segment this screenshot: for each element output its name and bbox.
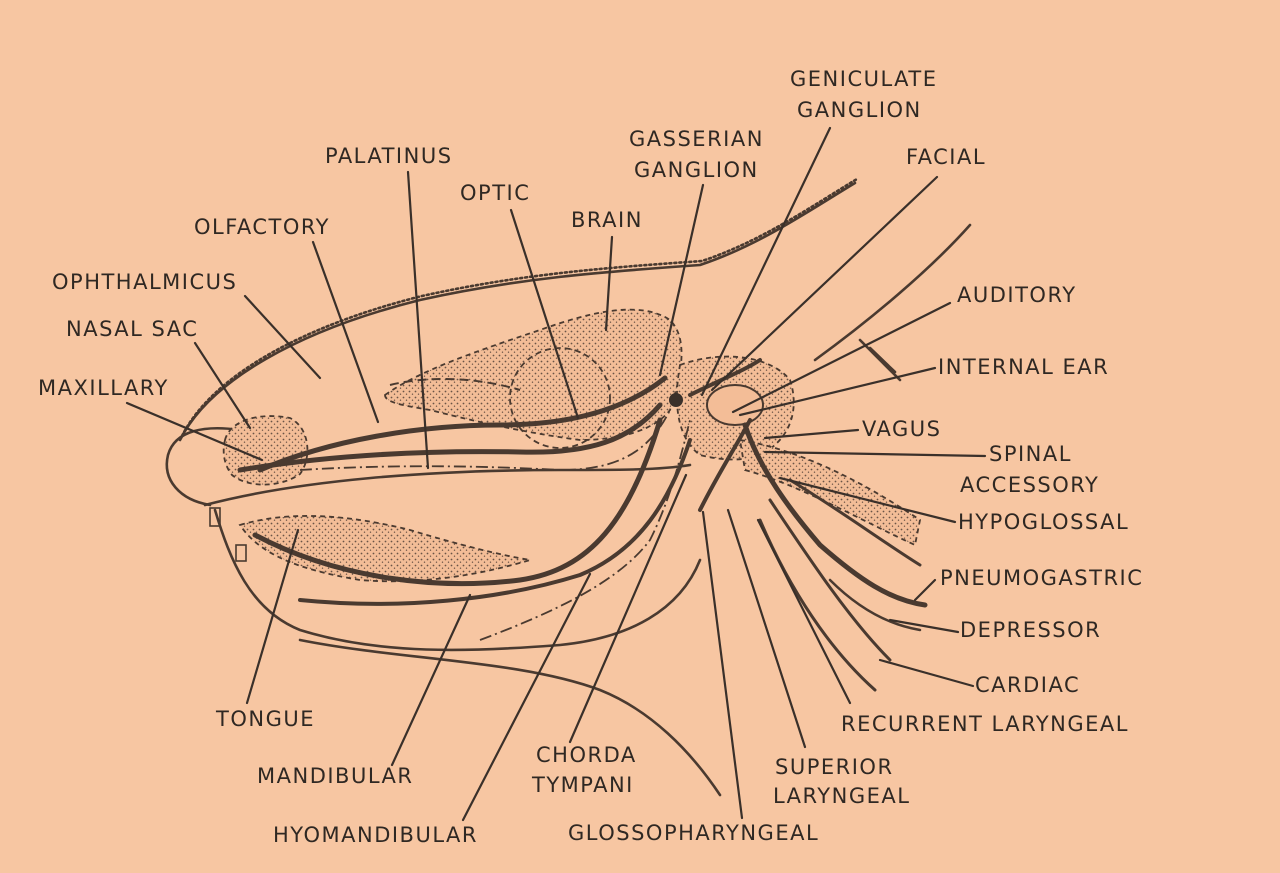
label-gasserian-2: GANGLION <box>634 158 759 182</box>
facial-nerve-trunk <box>688 358 762 397</box>
gasserian-ganglion-dot <box>669 393 683 407</box>
hyomandibular-nerve <box>298 438 692 606</box>
snout-outline <box>165 426 242 507</box>
label-geniculate: GENICULATE <box>790 67 938 91</box>
label-cardiac: CARDIAC <box>975 673 1080 697</box>
label-geniculate-2: GANGLION <box>797 98 922 122</box>
vagus-branch-1 <box>768 498 892 662</box>
nasal-sac-shape <box>222 415 309 486</box>
chorda-tympani-nerve <box>479 419 691 641</box>
label-chorda: CHORDA <box>536 743 637 767</box>
label-maxillary: MAXILLARY <box>38 376 169 400</box>
label-vagus: VAGUS <box>862 417 942 441</box>
label-olfactory: OLFACTORY <box>194 215 330 239</box>
ophthalmicus-nerve <box>257 375 668 473</box>
throat-outline <box>298 638 722 797</box>
leader-lines <box>125 126 987 822</box>
spinal-cord-shape <box>738 438 922 547</box>
hypoglossal-nerve <box>788 478 922 567</box>
label-tympani: TYMPANI <box>531 773 634 797</box>
eye-shape <box>509 347 611 449</box>
vagus-trunk <box>742 422 928 608</box>
label-brain: BRAIN <box>571 208 643 232</box>
dorsal-spine-2 <box>858 338 902 382</box>
inner-ear-shape <box>706 384 764 426</box>
label-depressor: DEPRESSOR <box>960 618 1101 642</box>
label-pneumogastric: PNEUMOGASTRIC <box>940 566 1143 590</box>
brain-shape <box>384 308 683 441</box>
label-facial: FACIAL <box>906 145 986 169</box>
label-nasal-sac: NASAL SAC <box>66 317 198 341</box>
label-accessory: ACCESSORY <box>960 473 1099 497</box>
dorsal-spine <box>813 223 972 362</box>
olfactory-tract <box>389 377 521 391</box>
tongue-shape <box>238 515 531 583</box>
label-spinal: SPINAL <box>989 442 1072 466</box>
label-mandibular: MANDIBULAR <box>257 764 413 788</box>
dorsal-spine-3 <box>868 346 897 374</box>
label-glossopharyngeal: GLOSSOPHARYNGEAL <box>568 821 819 845</box>
label-gasserian: GASSERIAN <box>629 127 764 151</box>
upper-jaw-outline <box>203 463 692 507</box>
label-laryngeal: LARYNGEAL <box>773 784 910 808</box>
label-superior: SUPERIOR <box>775 755 894 779</box>
maxillary-nerve <box>237 402 663 473</box>
depressor-nerve <box>828 578 922 632</box>
head-drawing <box>165 177 972 797</box>
labels: GENICULATE GANGLION FACIAL GASSERIAN GAN… <box>38 67 1143 847</box>
label-palatinus: PALATINUS <box>325 144 453 168</box>
label-internal-ear: INTERNAL EAR <box>938 355 1109 379</box>
dorsal-outline <box>178 181 857 442</box>
label-recurrent-laryngeal: RECURRENT LARYNGEAL <box>841 712 1129 736</box>
label-hyomandibular: HYOMANDIBULAR <box>273 823 478 847</box>
dorsal-hairs <box>180 177 859 438</box>
palatinus-nerve <box>299 409 671 471</box>
lower-jaw-outline <box>213 508 702 652</box>
label-hypoglossal: HYPOGLOSSAL <box>958 510 1129 534</box>
label-auditory: AUDITORY <box>957 283 1077 307</box>
label-optic: OPTIC <box>460 181 530 205</box>
label-tongue: TONGUE <box>215 707 315 731</box>
mandibular-nerve <box>252 417 663 587</box>
label-ophthalmicus: OPHTHALMICUS <box>52 270 237 294</box>
